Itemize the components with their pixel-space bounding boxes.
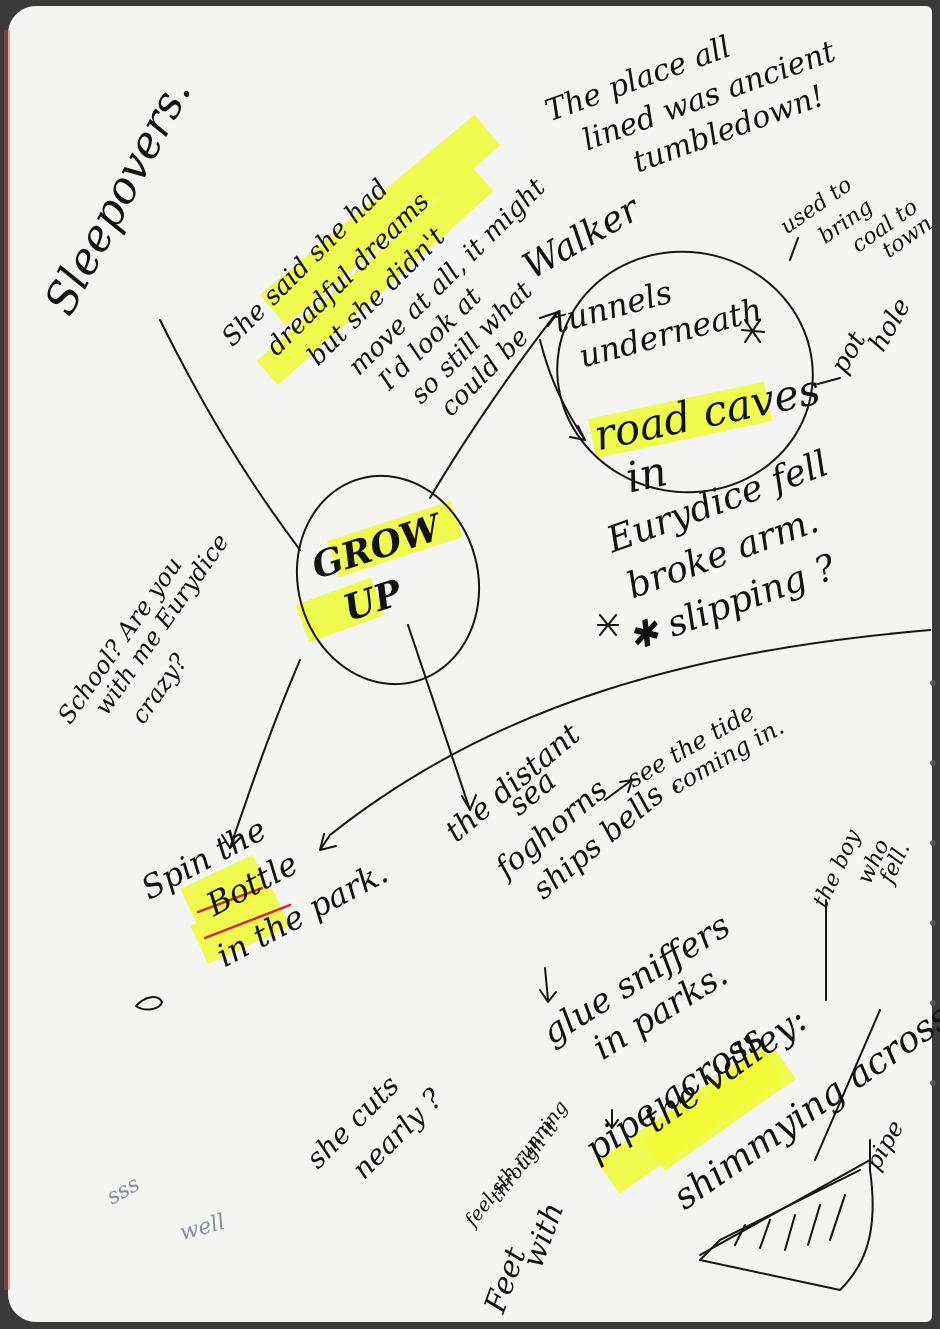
- note-faint-1: sss: [103, 1172, 145, 1211]
- circle-grow-up: [295, 474, 481, 686]
- road-caves-line: in: [621, 446, 671, 502]
- red-underline-bottle: [196, 886, 292, 940]
- highlight-the-valley: [642, 1047, 796, 1171]
- doodle-fish: [135, 996, 163, 1011]
- note-tunnels: tunnels underneath: [550, 251, 766, 379]
- highlighter-marks: [180, 114, 796, 1194]
- binding-hole: [930, 1080, 936, 1086]
- highlight-grow: [327, 500, 463, 578]
- road-caves-line: road caves: [590, 365, 825, 461]
- binding-hole: [930, 760, 936, 766]
- arrowhead-tunnels: [539, 311, 559, 327]
- note-she-cuts: she cuts nearly ?: [300, 1053, 450, 1203]
- binding-hole: [930, 680, 936, 686]
- arrow-to-pipe: [605, 1109, 619, 1129]
- arrow-to-spin: [221, 659, 301, 849]
- note-school: School? Are you with me Eurydice crazy?: [52, 508, 267, 763]
- grow-up-line: GROW: [307, 506, 449, 588]
- arrow-to-distant: [407, 624, 477, 811]
- note-distant: the distant sea foghorns ships bells .: [439, 688, 686, 926]
- note-pot-hole: pot hole: [825, 282, 917, 390]
- line-to-tunnels: [429, 314, 556, 499]
- highlight-bottle: [190, 887, 290, 965]
- grow-up-line: UP: [338, 572, 407, 630]
- feel-line: through it: [486, 1116, 563, 1206]
- highlight-dreams-2: [256, 167, 494, 385]
- binding-hole: [930, 840, 936, 846]
- notebook-spine: [4, 30, 10, 1290]
- star-mark-2: [597, 614, 619, 636]
- highlight-spin: [180, 854, 270, 926]
- note-place: The place all lined was ancient tumbledo…: [541, 0, 862, 202]
- paper-sheet: [8, 6, 932, 1322]
- line-across-to-spin: [319, 629, 931, 851]
- star-mark: [741, 319, 765, 343]
- note-the-boy: the boy who fell.: [809, 817, 916, 933]
- tick-used-to: [789, 237, 799, 261]
- pot-hole-line: hole: [863, 293, 917, 357]
- note-faint-2: well: [177, 1210, 228, 1246]
- bottom-left-line: with: [516, 1198, 572, 1273]
- line-right-side: [814, 899, 881, 1161]
- highlight-road-caves: [587, 381, 773, 459]
- ink-strokes: [135, 237, 931, 1291]
- highlight-up: [295, 577, 385, 643]
- note-used-to: used to bring coal to town: [776, 145, 940, 304]
- note-spin-bottle: Spin the Bottle in the park.: [135, 769, 394, 991]
- note-sleepovers: Sleepovers.: [35, 70, 202, 323]
- highlight-dreams-1: [259, 114, 501, 326]
- dash-pot-hole: [817, 377, 841, 385]
- arrow-to-glue: [539, 967, 557, 1003]
- note-pipe-label: pipe: [859, 1115, 910, 1175]
- sketch-pipe-valley: [699, 1139, 874, 1291]
- binding-hole: [930, 1000, 936, 1006]
- arrow-see-tide: [604, 779, 633, 801]
- note-dreams: She said she had dreadful dreams but she…: [216, 89, 624, 497]
- binding-hole: [930, 920, 936, 926]
- line-to-sleepovers: [159, 319, 301, 551]
- pot-hole-line: pot: [825, 326, 873, 378]
- hatching-pipe: [699, 1159, 871, 1256]
- circle-tunnels: [556, 250, 814, 494]
- arrow-to-road-caves: [539, 339, 586, 441]
